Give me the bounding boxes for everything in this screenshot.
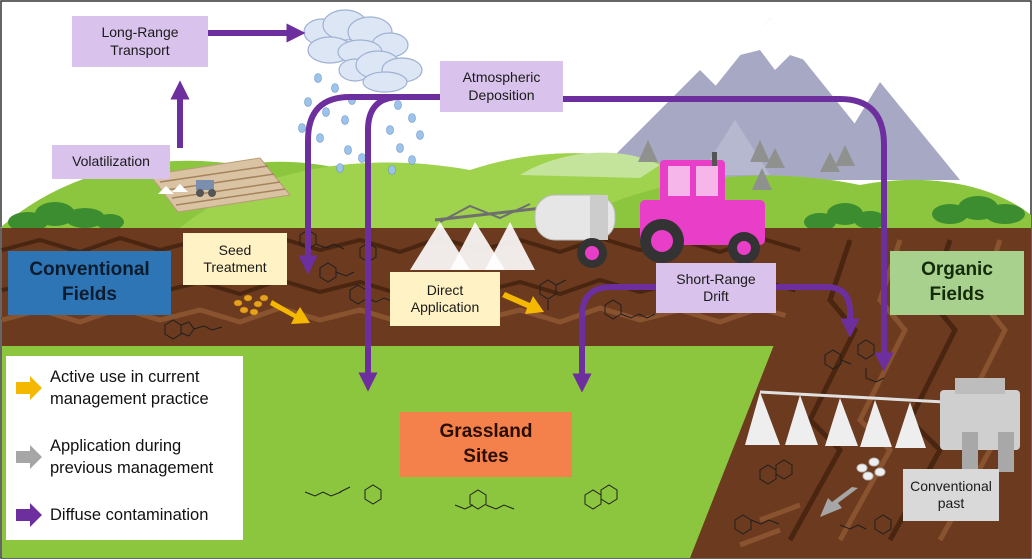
grassland-sites-label: Grassland Sites (400, 412, 572, 477)
short-range-drift-label: Short-Range Drift (656, 263, 776, 313)
long-range-transport-label: Long-Range Transport (72, 16, 208, 67)
legend-item-previous-management: Application during previous management (14, 435, 213, 480)
clouds (303, 9, 423, 93)
grey-arrow-icon (16, 445, 42, 470)
diffuse-contamination-arrows (170, 23, 894, 393)
seeds (233, 294, 269, 316)
purple-arrow-icon (16, 503, 42, 527)
conventional-past-label: Conventional past (903, 469, 999, 521)
granules (856, 457, 886, 481)
raindrops (298, 73, 424, 175)
previous-management-arrow (820, 487, 858, 517)
legend: Active use in current management practic… (6, 356, 243, 540)
conventional-fields-label: Conventional Fields (8, 251, 171, 315)
field-patch (149, 157, 291, 213)
organic-fields-label: Organic Fields (890, 251, 1024, 315)
legend-label-active-use: Active use in current management practic… (50, 368, 209, 409)
trees (638, 140, 855, 190)
tractor-sprayer (410, 152, 765, 270)
seed-treatment-label: Seed Treatment (183, 233, 287, 285)
past-sprayer (745, 378, 1020, 472)
chemical-structures (164, 229, 892, 535)
volatilization-label: Volatilization (52, 145, 170, 179)
legend-item-active-use: Active use in current management practic… (14, 366, 209, 411)
bushes (8, 196, 1025, 232)
legend-item-diffuse-contamination: Diffuse contamination (14, 502, 208, 528)
active-use-arrows (270, 292, 544, 324)
atmospheric-deposition-label: Atmospheric Deposition (440, 61, 563, 112)
legend-label-diffuse-contamination: Diffuse contamination (50, 505, 209, 524)
direct-application-label: Direct Application (390, 272, 500, 326)
legend-label-previous-management: Application during previous management (50, 437, 214, 478)
yellow-arrow-icon (16, 376, 42, 401)
